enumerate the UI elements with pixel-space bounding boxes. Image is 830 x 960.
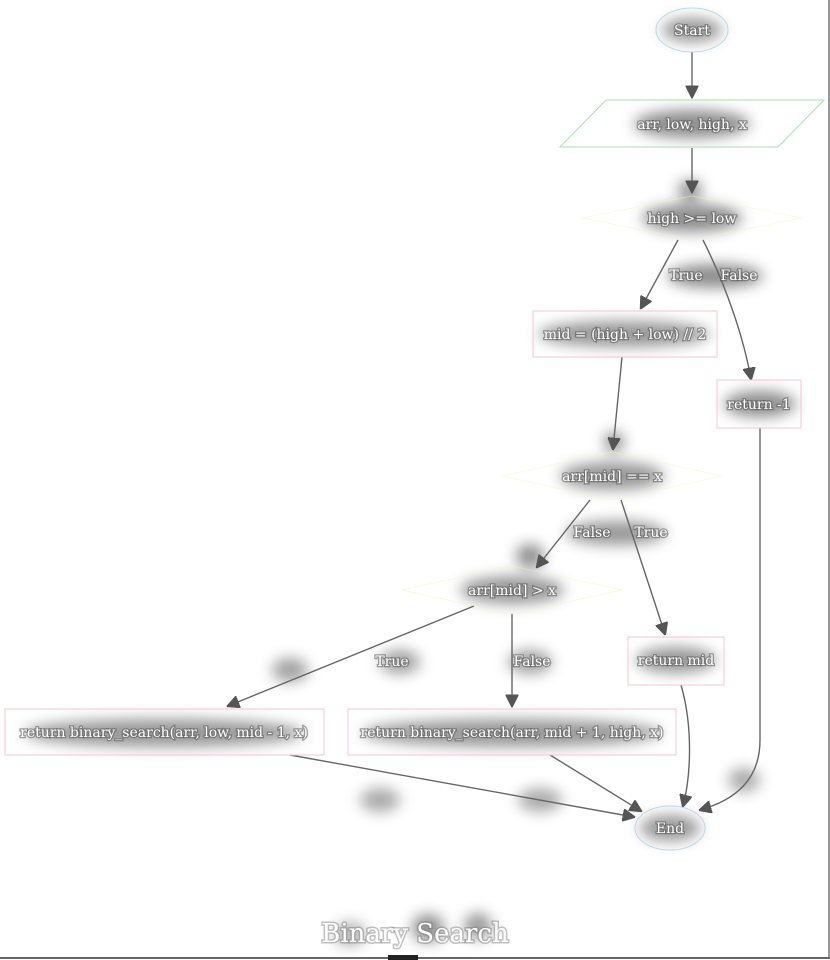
decision-node-3 bbox=[401, 565, 623, 615]
return-mid-node bbox=[627, 636, 725, 686]
decision-node-1 bbox=[581, 195, 803, 241]
return-neg-node bbox=[716, 379, 802, 429]
nodes bbox=[4, 7, 826, 851]
decision-node-2 bbox=[501, 451, 723, 501]
end-node bbox=[634, 805, 706, 851]
recurse-right-label: return binary_search(arr, mid + 1, high,… bbox=[361, 725, 664, 741]
edge-recright-to-end bbox=[549, 754, 641, 811]
edge-label-cond2-true: True bbox=[634, 525, 667, 541]
diagram-title: Binary Search bbox=[321, 919, 509, 949]
input-node bbox=[558, 99, 826, 148]
edge-label-cond1-true: True bbox=[669, 268, 702, 284]
edge-recleft-to-end bbox=[289, 754, 634, 817]
edge-cond1-true bbox=[641, 239, 679, 308]
edge-retmid-to-end bbox=[681, 684, 690, 806]
recurse-left-label: return binary_search(arr, low, mid - 1, … bbox=[20, 725, 308, 741]
edge-mid-to-cond2 bbox=[613, 356, 623, 449]
end-label: End bbox=[656, 821, 684, 837]
mid-label: mid = (high + low) // 2 bbox=[544, 327, 707, 343]
edge-cond1-false bbox=[702, 239, 751, 379]
input-label: arr, low, high, x bbox=[637, 117, 747, 133]
return-neg-label: return -1 bbox=[727, 397, 790, 413]
start-node bbox=[655, 7, 729, 53]
edge-retneg-to-end bbox=[700, 427, 761, 810]
shadow-layer bbox=[24, 18, 796, 946]
edge-label-cond3-false: False bbox=[513, 654, 550, 670]
edge-label-cond2-false: False bbox=[573, 525, 610, 541]
edge-label-cond3-true: True bbox=[375, 654, 408, 670]
decision-3-label: arr[mid] > x bbox=[468, 583, 556, 599]
edge-cond3-true bbox=[228, 605, 475, 706]
edge-label-cond1-false: False bbox=[720, 268, 757, 284]
decision-2-label: arr[mid] == x bbox=[562, 469, 662, 485]
start-label: Start bbox=[674, 23, 710, 39]
node-labels: Start arr, low, high, x high >= low mid … bbox=[19, 22, 792, 839]
return-mid-label: return mid bbox=[638, 653, 715, 669]
recurse-left-node bbox=[4, 708, 325, 756]
decision-1-label: high >= low bbox=[648, 211, 737, 227]
edges bbox=[228, 52, 761, 817]
edge-labels: True False False True True False bbox=[374, 267, 759, 672]
recurse-right-node bbox=[347, 708, 677, 756]
mid-node bbox=[532, 310, 718, 358]
edge-cond2-true bbox=[620, 499, 665, 634]
scroll-handle[interactable] bbox=[388, 955, 418, 960]
edge-cond2-false bbox=[537, 499, 591, 567]
